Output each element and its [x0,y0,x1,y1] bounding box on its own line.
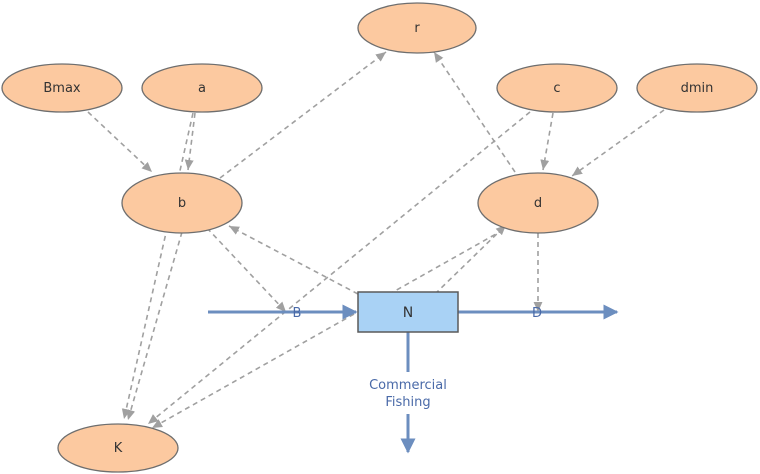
link-d-to-r [433,51,516,173]
stock-n-label: N [403,305,413,321]
link-n-to-b [228,225,359,295]
node-d[interactable]: d [477,172,599,234]
link-b-to-r [219,51,387,179]
node-r[interactable]: r [357,2,477,54]
node-c-label: c [553,81,560,96]
node-r-label: r [414,21,420,36]
link-c-to-k [147,111,531,425]
stock-n[interactable]: N [357,291,459,333]
node-a-label: a [198,81,206,96]
fishing-flow-label-line1: Commercial [369,378,447,393]
node-bmax[interactable]: Bmax [1,63,123,113]
node-b-label: b [178,196,186,211]
link-dmin-to-d [571,109,665,177]
flows [208,304,619,454]
link-b-to-k [126,231,183,421]
node-d-label: d [534,196,542,211]
node-a[interactable]: a [141,63,263,113]
fishing-flow-label-line2: Fishing [385,395,430,410]
node-dmin[interactable]: dmin [636,63,758,113]
node-b[interactable]: b [121,172,243,234]
link-bmax-to-b [87,111,153,173]
link-c-to-d [540,112,554,171]
link-n-to-d [434,224,507,295]
link-a-to-k [121,112,194,420]
node-c[interactable]: c [496,63,618,113]
link-d-to-k [151,229,504,429]
birth-flow-label: B [293,306,302,321]
influence-links [87,51,665,429]
link-b-to-birth [206,227,287,313]
link-a-to-b [184,112,196,171]
node-dmin-label: dmin [681,81,714,96]
death-flow-label: D [532,306,542,321]
node-k[interactable]: K [57,423,179,473]
node-k-label: K [114,441,123,456]
node-bmax-label: Bmax [43,81,81,96]
